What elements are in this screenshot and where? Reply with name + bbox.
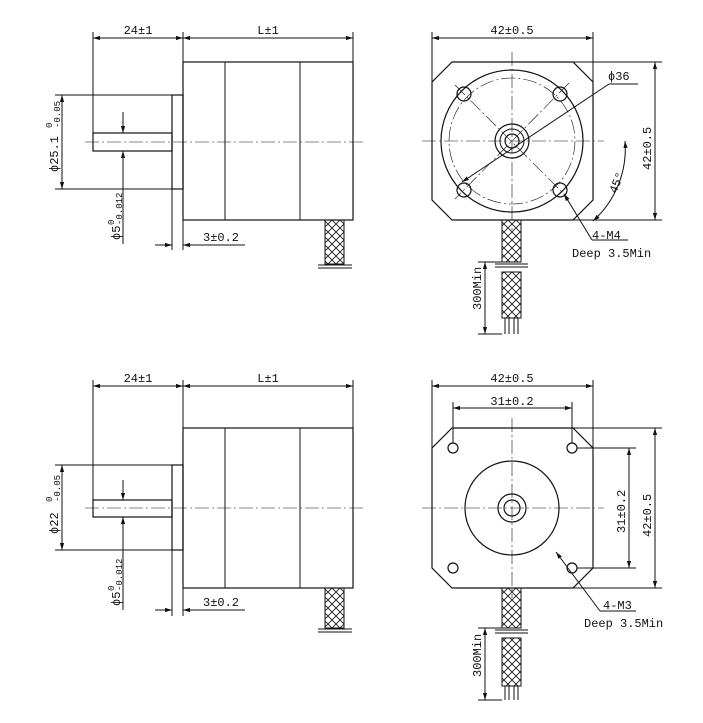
cable-length-label: 300Min [471,634,485,677]
mount-hole [456,86,472,102]
cable [324,219,345,265]
top-front-view: 42±0.5 42±0.5 ϕ36 45° 4-M4 Deep 3.5Min 3… [422,24,662,335]
boss-diameter-label: ϕ22 [48,512,62,534]
shaft [92,499,173,518]
shaft-diameter-label: ϕ5 [110,226,124,240]
boss-diameter-tol-lower: -0.05 [53,101,63,128]
body-length-label: L±1 [257,24,279,38]
bottom-side-view: 24±1 L±1 ϕ22 0 -0.05 ϕ5 0 -0.012 3±0.2 [45,372,365,633]
shaft-length-label: 24±1 [124,372,153,386]
boss-diameter-tol-upper: 0 [45,497,55,502]
shaft-diameter-tol-upper: 0 [107,586,117,591]
shaft-diameter-tol-lower: -0.012 [115,193,125,225]
mount-hole [552,182,568,198]
mount-hole [447,562,459,574]
depth-label: Deep 3.5Min [572,247,651,261]
boss-height-label: 3±0.2 [203,231,239,245]
front-height-label: 42±0.5 [641,127,655,170]
hole-spacing-vertical-label: 31±0.2 [615,490,629,533]
motor-body [182,61,354,221]
top-side-view: 24±1 L±1 ϕ25.1 0 -0.05 ϕ5 0 -0.012 3±0.2 [45,24,365,269]
hole-spacing-horizontal-label: 31±0.2 [490,395,533,409]
mount-hole [456,182,472,198]
body-length-label: L±1 [257,372,279,386]
shaft-diameter-tol-lower: -0.012 [115,559,125,591]
holes-label: 4-M3 [603,599,632,613]
angle-label: 45° [607,170,628,195]
cable [501,219,522,263]
boss [171,464,184,551]
cable-length-label: 300Min [471,267,485,310]
boss-diameter-tol-lower: -0.05 [53,475,63,502]
mount-hole [566,442,578,454]
depth-label: Deep 3.5Min [584,617,663,631]
cable [324,587,345,629]
front-width-label: 42±0.5 [490,24,533,38]
boss-diameter-tol-upper: 0 [45,123,55,128]
pcd-label: ϕ36 [608,70,630,84]
bottom-front-view: 42±0.5 31±0.2 31±0.2 42±0.5 4-M3 Deep 3.… [422,372,663,701]
front-height-label: 42±0.5 [641,494,655,537]
mount-hole [552,86,568,102]
boss-diameter-label: ϕ25.1 [48,136,62,172]
cable [501,587,522,629]
shaft-diameter-label: ϕ5 [110,592,124,606]
shaft-diameter-tol-upper: 0 [107,220,117,225]
boss-height-label: 3±0.2 [203,596,239,610]
front-width-label: 42±0.5 [490,372,533,386]
shaft-length-label: 24±1 [124,24,153,38]
mount-hole [447,442,459,454]
holes-label: 4-M4 [592,229,621,243]
